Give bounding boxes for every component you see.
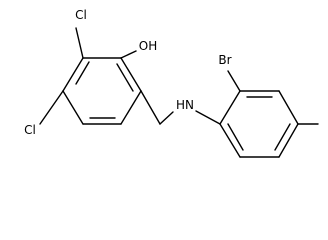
bond xyxy=(116,63,134,92)
bond xyxy=(120,50,137,59)
substituent-bonds xyxy=(39,27,221,125)
ring-b-substituent-bonds xyxy=(227,70,319,125)
bond xyxy=(39,90,64,125)
bond xyxy=(75,27,84,59)
bond xyxy=(278,90,299,125)
bond xyxy=(140,90,161,125)
chlorine-top-label: Cl xyxy=(75,8,87,22)
bromine-label: Br xyxy=(218,53,231,67)
amine-label: HN xyxy=(176,98,194,112)
bond xyxy=(195,110,221,125)
bond xyxy=(75,61,90,85)
bond xyxy=(278,123,299,158)
chlorine-left-label: Cl xyxy=(24,123,36,137)
bond xyxy=(159,111,174,125)
ring-b-bonds xyxy=(219,90,299,158)
molecule-structure: Cl OH Cl HN Br xyxy=(24,8,319,158)
bond xyxy=(62,57,84,92)
bond xyxy=(227,70,241,92)
bond xyxy=(227,123,244,151)
atom-labels: Cl OH Cl HN Br xyxy=(24,8,232,137)
bond xyxy=(274,123,291,151)
bond xyxy=(120,90,142,125)
hydroxyl-label: OH xyxy=(139,39,157,53)
bond xyxy=(219,90,241,125)
bond xyxy=(62,90,84,125)
bond xyxy=(120,57,142,92)
bond xyxy=(219,123,241,158)
ring-a-bonds xyxy=(62,57,142,125)
